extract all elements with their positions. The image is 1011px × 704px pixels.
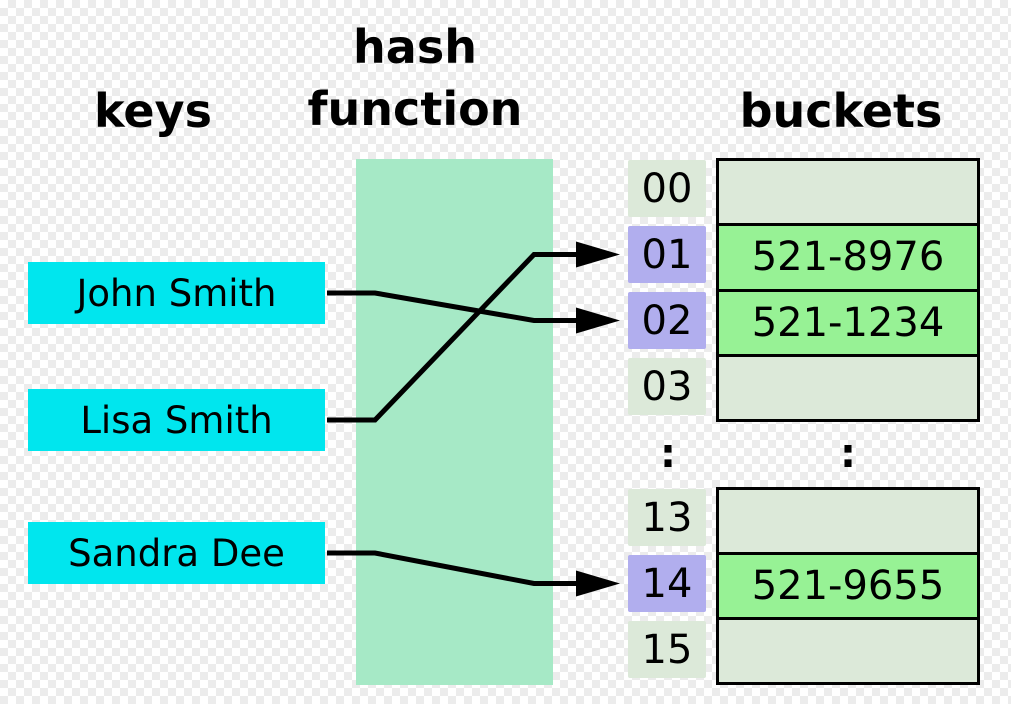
- slot-index-13: 13: [628, 489, 706, 546]
- key-label-lisa-smith: Lisa Smith: [80, 398, 273, 442]
- bucket-cell-14: 521-9655: [719, 552, 977, 617]
- key-box-john-smith: John Smith: [28, 262, 325, 324]
- slot-index-02: 02: [628, 292, 706, 349]
- ellipsis-slots: :: [660, 431, 676, 477]
- hash-function-band: [356, 159, 553, 685]
- slot-index-00: 00: [628, 160, 706, 217]
- bucket-table-bottom: 521-9655: [716, 487, 980, 685]
- bucket-table-top: 521-8976 521-1234: [716, 158, 980, 422]
- arrowhead-lisa-smith-to-01: [576, 241, 620, 268]
- bucket-cell-01: 521-8976: [719, 223, 977, 289]
- key-label-john-smith: John Smith: [76, 271, 277, 315]
- keys-heading: keys: [94, 84, 212, 138]
- bucket-cell-03: [719, 353, 977, 419]
- buckets-heading: buckets: [739, 84, 943, 138]
- bucket-cell-13: [719, 490, 977, 552]
- hash-function-heading: hash function: [307, 20, 523, 136]
- slot-index-14: 14: [628, 555, 706, 612]
- bucket-cell-15: [719, 617, 977, 682]
- ellipsis-buckets: :: [840, 431, 856, 477]
- slot-index-03: 03: [628, 358, 706, 415]
- slot-index-01: 01: [628, 226, 706, 283]
- key-box-lisa-smith: Lisa Smith: [28, 389, 325, 451]
- bucket-cell-02: 521-1234: [719, 288, 977, 354]
- key-label-sandra-dee: Sandra Dee: [68, 531, 285, 575]
- arrowhead-sandra-dee-to-14: [576, 570, 620, 597]
- key-box-sandra-dee: Sandra Dee: [28, 522, 325, 584]
- arrowhead-john-smith-to-02: [576, 307, 620, 334]
- slot-index-15: 15: [628, 621, 706, 678]
- bucket-cell-00: [719, 161, 977, 224]
